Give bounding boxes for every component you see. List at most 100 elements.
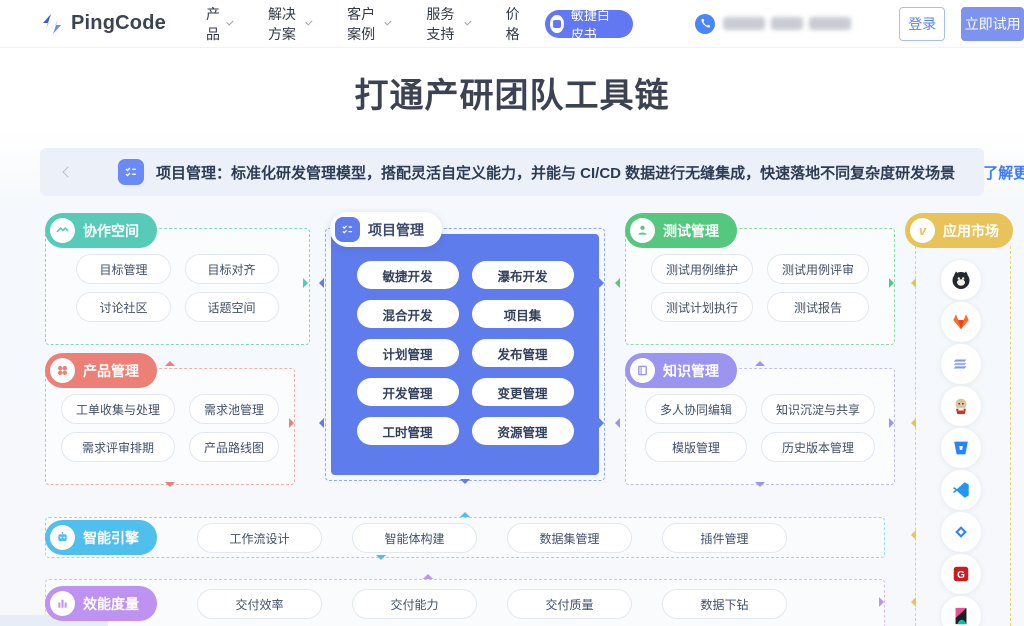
bitbucket-icon bbox=[951, 438, 971, 458]
collaboration-section-pill[interactable]: 协作空间 bbox=[45, 213, 157, 248]
pingcode-logo-text: PingCode bbox=[71, 12, 166, 34]
app-vscode[interactable] bbox=[940, 469, 982, 511]
chevron-down-icon bbox=[384, 18, 392, 26]
grid-icon bbox=[50, 358, 75, 383]
github-icon bbox=[950, 269, 972, 291]
connector-arrow bbox=[906, 530, 916, 540]
feature-pill[interactable]: 插件管理 bbox=[662, 523, 787, 553]
app-gitlab[interactable] bbox=[940, 301, 982, 343]
feature-pill[interactable]: 数据集管理 bbox=[507, 523, 632, 553]
marketplace-icon: v bbox=[910, 218, 935, 243]
top-navbar: PingCode 产品 解决方案 客户案例 服务支持 价格 敏捷白皮书 登录 立… bbox=[0, 0, 1024, 48]
feature-pill[interactable]: 目标对齐 bbox=[184, 254, 279, 284]
app-github[interactable] bbox=[940, 259, 982, 301]
vscode-icon bbox=[951, 480, 971, 500]
project-items: 敏捷开发 瀑布开发 混合开发 项目集 计划管理 发布管理 开发管理 变更管理 工… bbox=[331, 261, 599, 445]
feature-pill[interactable]: 测试用例维护 bbox=[650, 254, 753, 284]
login-button[interactable]: 登录 bbox=[899, 6, 946, 41]
feature-pill[interactable]: 话题空间 bbox=[184, 292, 279, 322]
tester-icon bbox=[630, 218, 655, 243]
feature-pill[interactable]: 模版管理 bbox=[644, 432, 747, 462]
feature-pill[interactable]: 多人协同编辑 bbox=[644, 394, 747, 424]
feature-pill[interactable]: 工单收集与处理 bbox=[60, 394, 175, 424]
nav-item-support[interactable]: 服务支持 bbox=[426, 4, 472, 44]
knowledge-section-pill[interactable]: 知识管理 bbox=[625, 353, 737, 388]
pingcode-logo[interactable]: PingCode bbox=[40, 12, 166, 36]
connector-arrow bbox=[599, 418, 609, 428]
agile-whitepaper-badge[interactable]: 敏捷白皮书 bbox=[545, 8, 634, 42]
feature-pill[interactable]: 瀑布开发 bbox=[471, 261, 574, 289]
feature-pill[interactable]: 讨论社区 bbox=[76, 292, 171, 322]
feature-pill[interactable]: 知识沉淀与共享 bbox=[761, 394, 876, 424]
connector-arrow bbox=[599, 278, 609, 288]
nav-item-products[interactable]: 产品 bbox=[206, 4, 234, 44]
feature-pill[interactable]: 测试用例评审 bbox=[767, 254, 870, 284]
bar-chart-icon bbox=[50, 591, 75, 616]
nav-item-pricing[interactable]: 价格 bbox=[505, 5, 520, 42]
ai-engine-section-pill[interactable]: 智能引擎 bbox=[45, 520, 157, 555]
page-title: 打通产研团队工具链 bbox=[354, 77, 670, 115]
feature-pill[interactable]: 项目集 bbox=[471, 300, 574, 328]
carousel-prev-button[interactable] bbox=[62, 166, 74, 178]
feature-pill[interactable]: 测试计划执行 bbox=[650, 292, 753, 322]
feature-pill[interactable]: 历史版本管理 bbox=[761, 432, 876, 462]
phone-contact bbox=[695, 13, 852, 34]
app-jira[interactable] bbox=[940, 511, 982, 553]
phone-number-blurred bbox=[723, 17, 852, 30]
collaboration-items: 目标管理 目标对齐 讨论社区 话题空间 bbox=[56, 254, 299, 322]
learn-more-link[interactable]: 了解更多 bbox=[983, 164, 1024, 182]
feature-pill[interactable]: 目标管理 bbox=[76, 254, 171, 284]
connector-arrow bbox=[165, 356, 175, 366]
nav-item-customers[interactable]: 客户案例 bbox=[347, 4, 392, 44]
connector-arrow bbox=[755, 356, 765, 366]
connector-arrow bbox=[906, 418, 916, 428]
app-gitee[interactable]: G bbox=[940, 553, 982, 595]
project-section-pill[interactable]: 项目管理 bbox=[330, 212, 442, 247]
feature-pill[interactable]: 需求池管理 bbox=[189, 394, 280, 424]
connector-arrow bbox=[314, 278, 324, 288]
feature-pill[interactable]: 数据下钻 bbox=[662, 589, 787, 619]
feature-pill[interactable]: 变更管理 bbox=[471, 378, 574, 406]
feature-pill[interactable]: 需求评审排期 bbox=[60, 432, 175, 462]
feature-pill[interactable]: 开发管理 bbox=[356, 378, 459, 406]
feature-pill[interactable]: 交付质量 bbox=[507, 589, 632, 619]
marketplace-section-pill[interactable]: v 应用市场 bbox=[905, 213, 1013, 248]
feature-pill[interactable]: 计划管理 bbox=[356, 339, 459, 367]
feature-pill[interactable]: 交付能力 bbox=[352, 589, 477, 619]
feature-pill[interactable]: 产品路线图 bbox=[189, 432, 280, 462]
metrics-section-pill[interactable]: 效能度量 bbox=[45, 586, 157, 621]
feature-pill[interactable]: 工作流设计 bbox=[197, 523, 322, 553]
connector-arrow bbox=[610, 278, 620, 288]
connector-arrow bbox=[889, 418, 899, 428]
chevron-down-icon bbox=[464, 18, 472, 26]
pingcode-logo-icon bbox=[40, 12, 64, 36]
app-jenkins[interactable] bbox=[940, 385, 982, 427]
feature-pill[interactable]: 工时管理 bbox=[356, 417, 459, 445]
app-kibana[interactable] bbox=[940, 595, 982, 626]
test-items: 测试用例维护 测试用例评审 测试计划执行 测试报告 bbox=[635, 254, 885, 322]
kibana-icon bbox=[951, 606, 971, 626]
chevron-down-icon bbox=[305, 18, 313, 26]
feature-pill[interactable]: 混合开发 bbox=[356, 300, 459, 328]
connector-arrow bbox=[460, 507, 470, 517]
product-section-pill[interactable]: 产品管理 bbox=[45, 353, 157, 388]
feature-pill[interactable]: 智能体构建 bbox=[352, 523, 477, 553]
nav-item-solutions[interactable]: 解决方案 bbox=[268, 4, 313, 44]
connector-arrow bbox=[755, 482, 765, 492]
marketplace-right-border bbox=[1010, 246, 1011, 626]
feature-pill[interactable]: 交付效率 bbox=[197, 589, 322, 619]
feature-pill[interactable]: 敏捷开发 bbox=[356, 261, 459, 289]
feature-pill[interactable]: 测试报告 bbox=[767, 292, 870, 322]
connector-arrow bbox=[610, 418, 620, 428]
checklist-icon bbox=[335, 217, 360, 242]
connector-arrow bbox=[906, 278, 916, 288]
feature-pill[interactable]: 资源管理 bbox=[471, 417, 574, 445]
app-zadig[interactable] bbox=[940, 343, 982, 385]
try-now-button[interactable]: 立即试用 bbox=[961, 6, 1024, 41]
gitlab-icon bbox=[951, 312, 971, 332]
app-bitbucket[interactable] bbox=[940, 427, 982, 469]
connector-arrow bbox=[376, 555, 386, 565]
feature-pill[interactable]: 发布管理 bbox=[471, 339, 574, 367]
marketplace-left-border bbox=[915, 246, 916, 626]
test-section-pill[interactable]: 测试管理 bbox=[625, 213, 737, 248]
